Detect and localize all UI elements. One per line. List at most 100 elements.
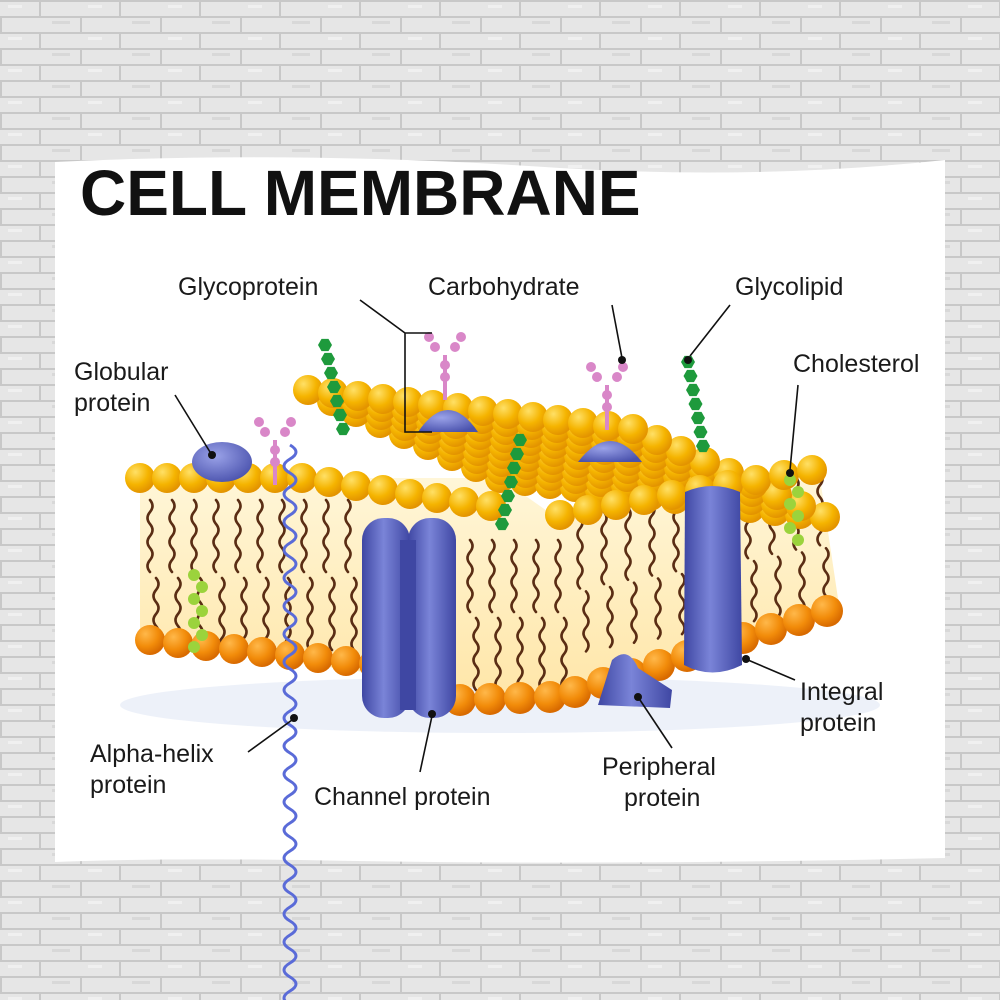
sugar-unit <box>501 489 515 503</box>
lipid-tail <box>306 576 314 652</box>
sugar-unit <box>696 439 710 453</box>
carb-unit <box>286 417 296 427</box>
label-alpha-helix-protein: Alpha-helix protein <box>90 740 221 799</box>
sugar-unit <box>504 475 518 489</box>
sugar-unit <box>691 411 705 425</box>
cholesterol-unit <box>784 474 796 486</box>
carb-unit <box>270 457 280 467</box>
lipid-head-bottom <box>559 676 591 708</box>
lipid-head-top <box>341 471 371 501</box>
carb-unit <box>592 372 602 382</box>
lipid-head-top <box>797 455 827 485</box>
lipid-tail <box>234 498 242 574</box>
label-glycoprotein: Glycoprotein <box>178 273 318 301</box>
leader-cholesterol <box>789 384 799 471</box>
channel-protein-right <box>408 518 456 718</box>
lipid-tail <box>278 498 286 574</box>
lipid-head-top <box>629 485 659 515</box>
lipid-tail <box>582 590 590 653</box>
lipid-head-top <box>642 425 672 455</box>
lipid-head-bottom <box>303 643 333 673</box>
lipid-head-top <box>769 460 799 490</box>
label-peripheral-line2: protein <box>624 784 700 812</box>
lipid-tail <box>328 576 336 652</box>
lipid-head-top <box>493 399 523 429</box>
lipid-head-top <box>741 465 771 495</box>
lipid-head-top <box>568 408 598 438</box>
alpha-helix-protein <box>282 443 298 1000</box>
cholesterol-unit <box>792 510 804 522</box>
carb-unit <box>602 390 612 400</box>
lipid-tail <box>466 538 474 614</box>
lipid-head-top <box>810 502 840 532</box>
lipid-head-top <box>618 414 648 444</box>
sugar-unit <box>693 425 708 439</box>
lipid-head-top <box>690 447 720 477</box>
cholesterol-unit <box>196 605 208 617</box>
lipid-tail <box>212 498 220 574</box>
cholesterol-unit <box>792 534 804 546</box>
sugar-unit <box>495 517 509 531</box>
lipid-head-top <box>476 491 506 521</box>
carb-unit <box>618 362 628 372</box>
carb-unit <box>450 342 460 352</box>
cholesterol-unit <box>188 617 200 629</box>
label-leaders <box>174 299 799 773</box>
lipid-tail <box>350 576 358 652</box>
glycolipid-chain-left <box>318 338 350 436</box>
carbohydrate-free <box>586 362 628 430</box>
leader-alpha-helix <box>247 719 293 753</box>
leader-peripheral <box>639 699 673 749</box>
label-globular-protein: Globular protein <box>74 358 175 417</box>
lipid-tail <box>344 498 352 574</box>
carb-unit <box>424 332 434 342</box>
sugar-unit <box>321 352 335 366</box>
sugar-unit <box>510 447 524 461</box>
glycoprotein-dome <box>418 410 478 432</box>
lipid-head-bottom <box>534 681 566 713</box>
channel-pore <box>400 540 416 710</box>
lipid-tail <box>576 515 584 590</box>
cholesterol-left <box>188 569 208 653</box>
sugar-unit <box>330 394 344 408</box>
lipid-head-top <box>657 480 687 510</box>
carb-unit <box>270 445 280 455</box>
lipid-head-top <box>468 396 498 426</box>
lipid-head-top <box>343 381 373 411</box>
page-title: CELL MEMBRANE <box>80 157 641 229</box>
cholesterol-unit <box>188 593 200 605</box>
carb-unit <box>440 360 450 370</box>
lipid-tail <box>624 506 632 582</box>
lipid-tail <box>532 538 540 614</box>
lipid-head-bottom <box>135 625 165 655</box>
lipid-tail <box>494 616 502 692</box>
lipid-tail <box>300 498 308 574</box>
label-alpha-line2: protein <box>90 771 166 799</box>
lipid-tail <box>168 498 176 574</box>
sugar-unit <box>318 338 332 352</box>
lipid-tail <box>774 555 782 619</box>
lipid-head-top <box>368 384 398 414</box>
carbohydrate-glycoprotein <box>424 332 466 400</box>
label-glycolipid: Glycolipid <box>735 273 843 301</box>
integral-protein <box>684 486 742 673</box>
lipid-tail <box>750 559 758 623</box>
sugar-unit <box>336 422 350 436</box>
sugar-unit <box>507 461 521 475</box>
lipid-head-bottom <box>643 649 675 681</box>
lipid-head-bottom <box>219 634 249 664</box>
glycolipid-chain-center <box>495 433 527 531</box>
sugar-unit <box>688 397 703 411</box>
lipid-head-top <box>422 483 452 513</box>
carb-unit <box>612 372 622 382</box>
label-channel-protein: Channel protein <box>314 783 491 811</box>
sugar-unit <box>327 380 341 394</box>
lipid-head-top <box>393 387 423 417</box>
carb-unit <box>254 417 264 427</box>
lipid-head-top <box>666 436 696 466</box>
label-integral-line2: protein <box>800 709 876 737</box>
lipid-head-top <box>573 495 603 525</box>
leader-carbohydrate <box>611 304 623 359</box>
lipid-head-bottom <box>331 646 361 676</box>
carbohydrate-left <box>254 417 296 485</box>
